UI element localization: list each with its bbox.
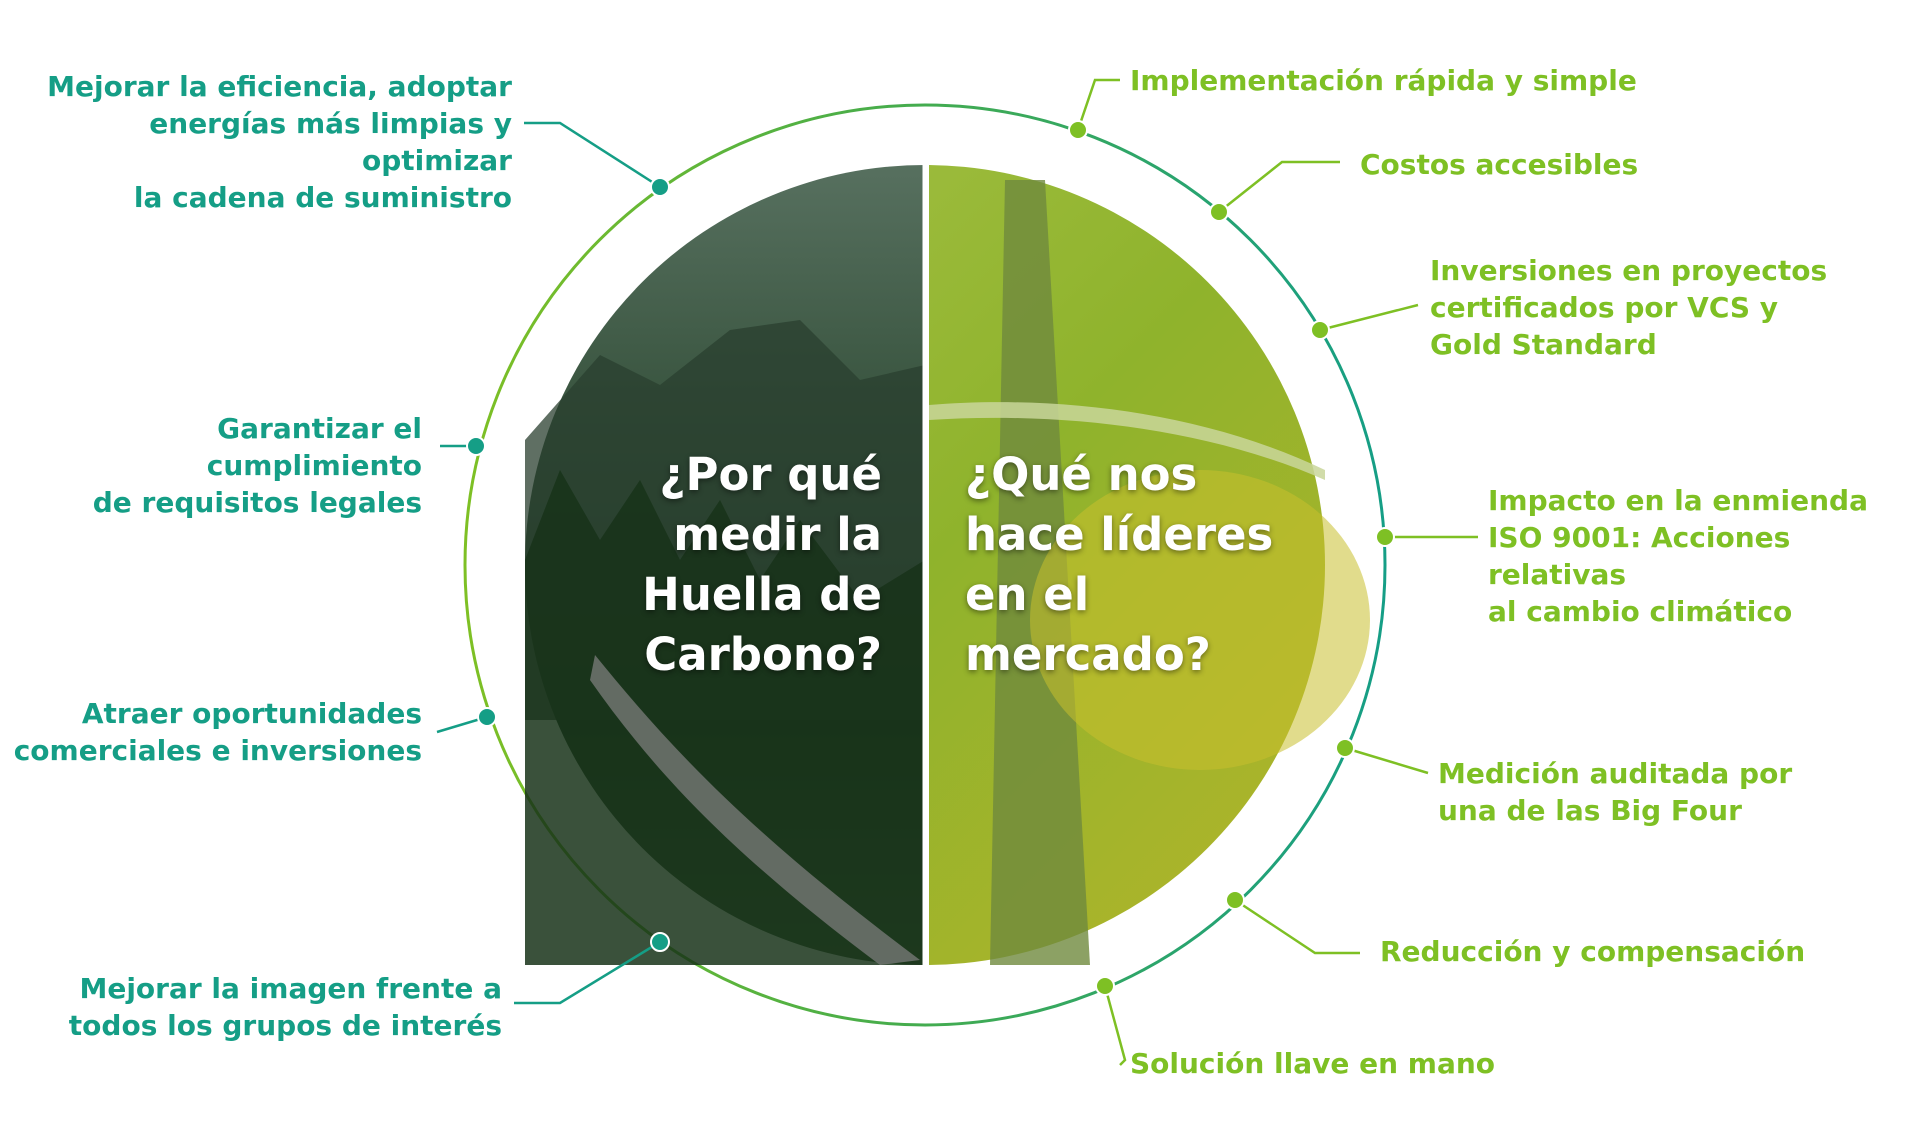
connector-reduction-dot	[1225, 890, 1245, 910]
connector-implementation-dot	[1068, 120, 1088, 140]
right-item-iso: Impacto en la enmienda ISO 9001: Accione…	[1488, 484, 1868, 628]
left-item-efficiency: Mejorar la eficiencia, adoptar energías …	[47, 70, 512, 214]
connector-costs-dot	[1209, 202, 1229, 222]
connector-costs-line	[1218, 160, 1340, 213]
right-item-reduction: Reducción y compensación	[1380, 935, 1806, 968]
right-item-implementation: Implementación rápida y simple	[1130, 64, 1637, 97]
connector-opportunities-dot	[477, 707, 497, 727]
right-question: ¿Qué nos hace líderes en el mercado?	[965, 448, 1274, 681]
connector-implementation-line	[1076, 78, 1120, 131]
outer-ring	[463, 103, 1387, 1027]
connector-investments-dot	[1310, 320, 1330, 340]
right-item-turnkey: Solución llave en mano	[1130, 1047, 1496, 1080]
connector-turnkey-line	[1103, 985, 1127, 1066]
tree-cluster	[1030, 470, 1370, 770]
connector-efficiency-line	[524, 121, 661, 189]
connector-efficiency-dot	[650, 177, 670, 197]
connector-turnkey-dot	[1095, 976, 1115, 996]
connector-legal-dot	[466, 436, 486, 456]
connector-audit-line	[1344, 746, 1429, 775]
connector-investments-line	[1319, 303, 1419, 332]
left-item-legal: Garantizar el cumplimiento de requisitos…	[92, 412, 422, 519]
right-photo-panel	[929, 165, 1370, 965]
connector-iso-dot	[1375, 527, 1395, 547]
connector-image-dot	[650, 932, 670, 952]
connector-audit-dot	[1335, 738, 1355, 758]
connector-reduction-line	[1234, 898, 1360, 955]
left-item-image: Mejorar la imagen frente a todos los gru…	[68, 972, 502, 1042]
connectors	[436, 78, 1478, 1066]
overpass-shape	[929, 402, 1325, 480]
right-item-investments: Inversiones en proyectos certificados po…	[1430, 254, 1828, 361]
connector-image-line	[514, 940, 661, 1005]
left-photo-panel	[525, 165, 925, 965]
right-item-costs: Costos accesibles	[1360, 148, 1639, 181]
right-item-audit: Medición auditada por una de las Big Fou…	[1438, 757, 1793, 827]
left-item-opportunities: Atraer oportunidades comerciales e inver…	[13, 697, 422, 767]
left-question: ¿Por qué medir la Huella de Carbono?	[642, 448, 882, 681]
forest-shape	[525, 470, 925, 965]
